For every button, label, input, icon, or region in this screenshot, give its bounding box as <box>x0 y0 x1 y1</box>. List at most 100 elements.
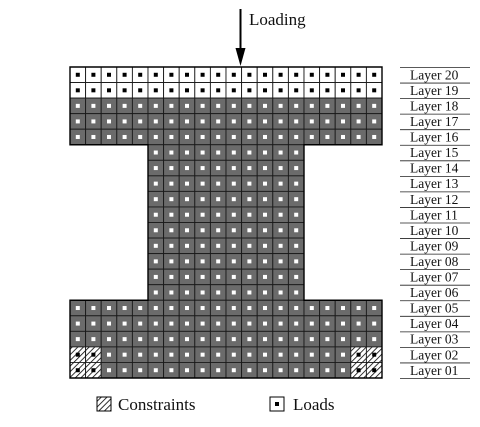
grid-cell <box>319 82 336 99</box>
grid-cell <box>334 299 352 317</box>
load-marker <box>247 88 252 93</box>
load-marker <box>356 321 361 326</box>
load-marker <box>153 197 158 202</box>
grid-cell <box>334 330 352 348</box>
load-marker <box>107 321 111 326</box>
grid-cell <box>69 113 87 130</box>
grid-cell <box>256 253 274 270</box>
grid-cell <box>272 284 289 301</box>
grid-cell <box>225 237 243 255</box>
load-marker <box>169 368 174 373</box>
load-marker <box>91 88 96 93</box>
grid-cell <box>100 362 118 379</box>
load-marker <box>216 228 221 233</box>
load-marker <box>185 337 189 342</box>
layer-label-row: Layer 04 <box>400 315 470 331</box>
load-marker <box>200 212 205 217</box>
grid-cell <box>303 299 321 317</box>
load-marker <box>309 119 314 124</box>
grid-cell <box>225 190 243 208</box>
grid-cell <box>116 362 133 379</box>
load-marker <box>294 88 299 93</box>
grid-cell <box>178 97 196 115</box>
load-marker <box>372 306 377 311</box>
grid-cell <box>256 175 274 192</box>
grid-cell <box>163 315 180 332</box>
load-marker <box>138 352 143 357</box>
grid-cell <box>209 128 227 146</box>
grid-cell <box>194 206 211 223</box>
grid-cell <box>225 346 243 363</box>
load-marker <box>294 197 299 202</box>
grid-cell <box>178 175 196 192</box>
load-marker <box>107 103 111 108</box>
load-marker <box>200 103 205 108</box>
legend: Constraints Loads <box>96 395 335 414</box>
grid-cell <box>241 206 258 223</box>
grid-cell <box>116 82 133 99</box>
grid-cell <box>209 222 227 239</box>
load-marker <box>231 243 236 248</box>
grid-cell <box>287 66 305 84</box>
load-marker <box>309 134 314 139</box>
load-marker <box>247 259 252 264</box>
load-marker <box>247 103 252 108</box>
load-marker <box>278 212 283 217</box>
load-marker <box>263 88 267 93</box>
grid-cell <box>85 299 102 317</box>
load-marker <box>341 337 345 342</box>
grid-cell <box>131 113 149 130</box>
grid-cell <box>69 315 87 332</box>
load-marker <box>153 368 158 373</box>
load-marker <box>169 103 174 108</box>
grid-cell <box>272 159 289 177</box>
layer-label-row: Layer 11 <box>400 207 470 222</box>
load-marker <box>372 352 377 357</box>
load-marker <box>185 290 189 295</box>
load-marker <box>231 166 236 171</box>
grid-cell <box>147 222 165 239</box>
load-marker <box>372 103 377 108</box>
loading-label: Loading <box>249 10 306 29</box>
load-marker <box>107 72 111 77</box>
load-marker <box>325 352 330 357</box>
grid-cell <box>272 206 289 223</box>
load-marker <box>325 119 330 124</box>
grid-cell <box>163 206 180 223</box>
grid-cell <box>225 113 243 130</box>
load-marker <box>278 119 283 124</box>
load-marker <box>263 306 267 311</box>
load-marker <box>169 181 174 186</box>
loading-annotation: Loading <box>235 9 306 66</box>
load-marker <box>278 150 283 155</box>
grid-cell <box>178 222 196 239</box>
load-marker <box>325 72 330 77</box>
load-marker <box>185 119 189 124</box>
load-marker <box>325 321 330 326</box>
load-marker <box>278 166 283 171</box>
load-marker <box>216 290 221 295</box>
layer-label-row: Layer 15 <box>400 144 470 160</box>
load-marker <box>372 368 377 373</box>
layer-label-row: Layer 20 <box>400 67 470 82</box>
grid-cell <box>350 113 367 130</box>
load-marker <box>122 88 127 93</box>
grid-cell <box>100 330 118 348</box>
load-marker <box>185 274 189 279</box>
load-marker <box>341 119 345 124</box>
load-marker <box>294 166 299 171</box>
load-marker <box>278 352 283 357</box>
load-marker <box>231 274 236 279</box>
load-marker <box>372 321 377 326</box>
load-marker <box>200 228 205 233</box>
layer-label: Layer 04 <box>410 316 459 331</box>
layer-label-row: Layer 14 <box>400 160 470 176</box>
grid-cell <box>147 346 165 363</box>
constraint-cell <box>85 362 102 379</box>
grid-cell <box>256 346 274 363</box>
grid-cell <box>209 97 227 115</box>
grid-cell <box>209 253 227 270</box>
grid-cell <box>131 362 149 379</box>
load-marker <box>356 119 361 124</box>
load-marker <box>263 72 267 77</box>
